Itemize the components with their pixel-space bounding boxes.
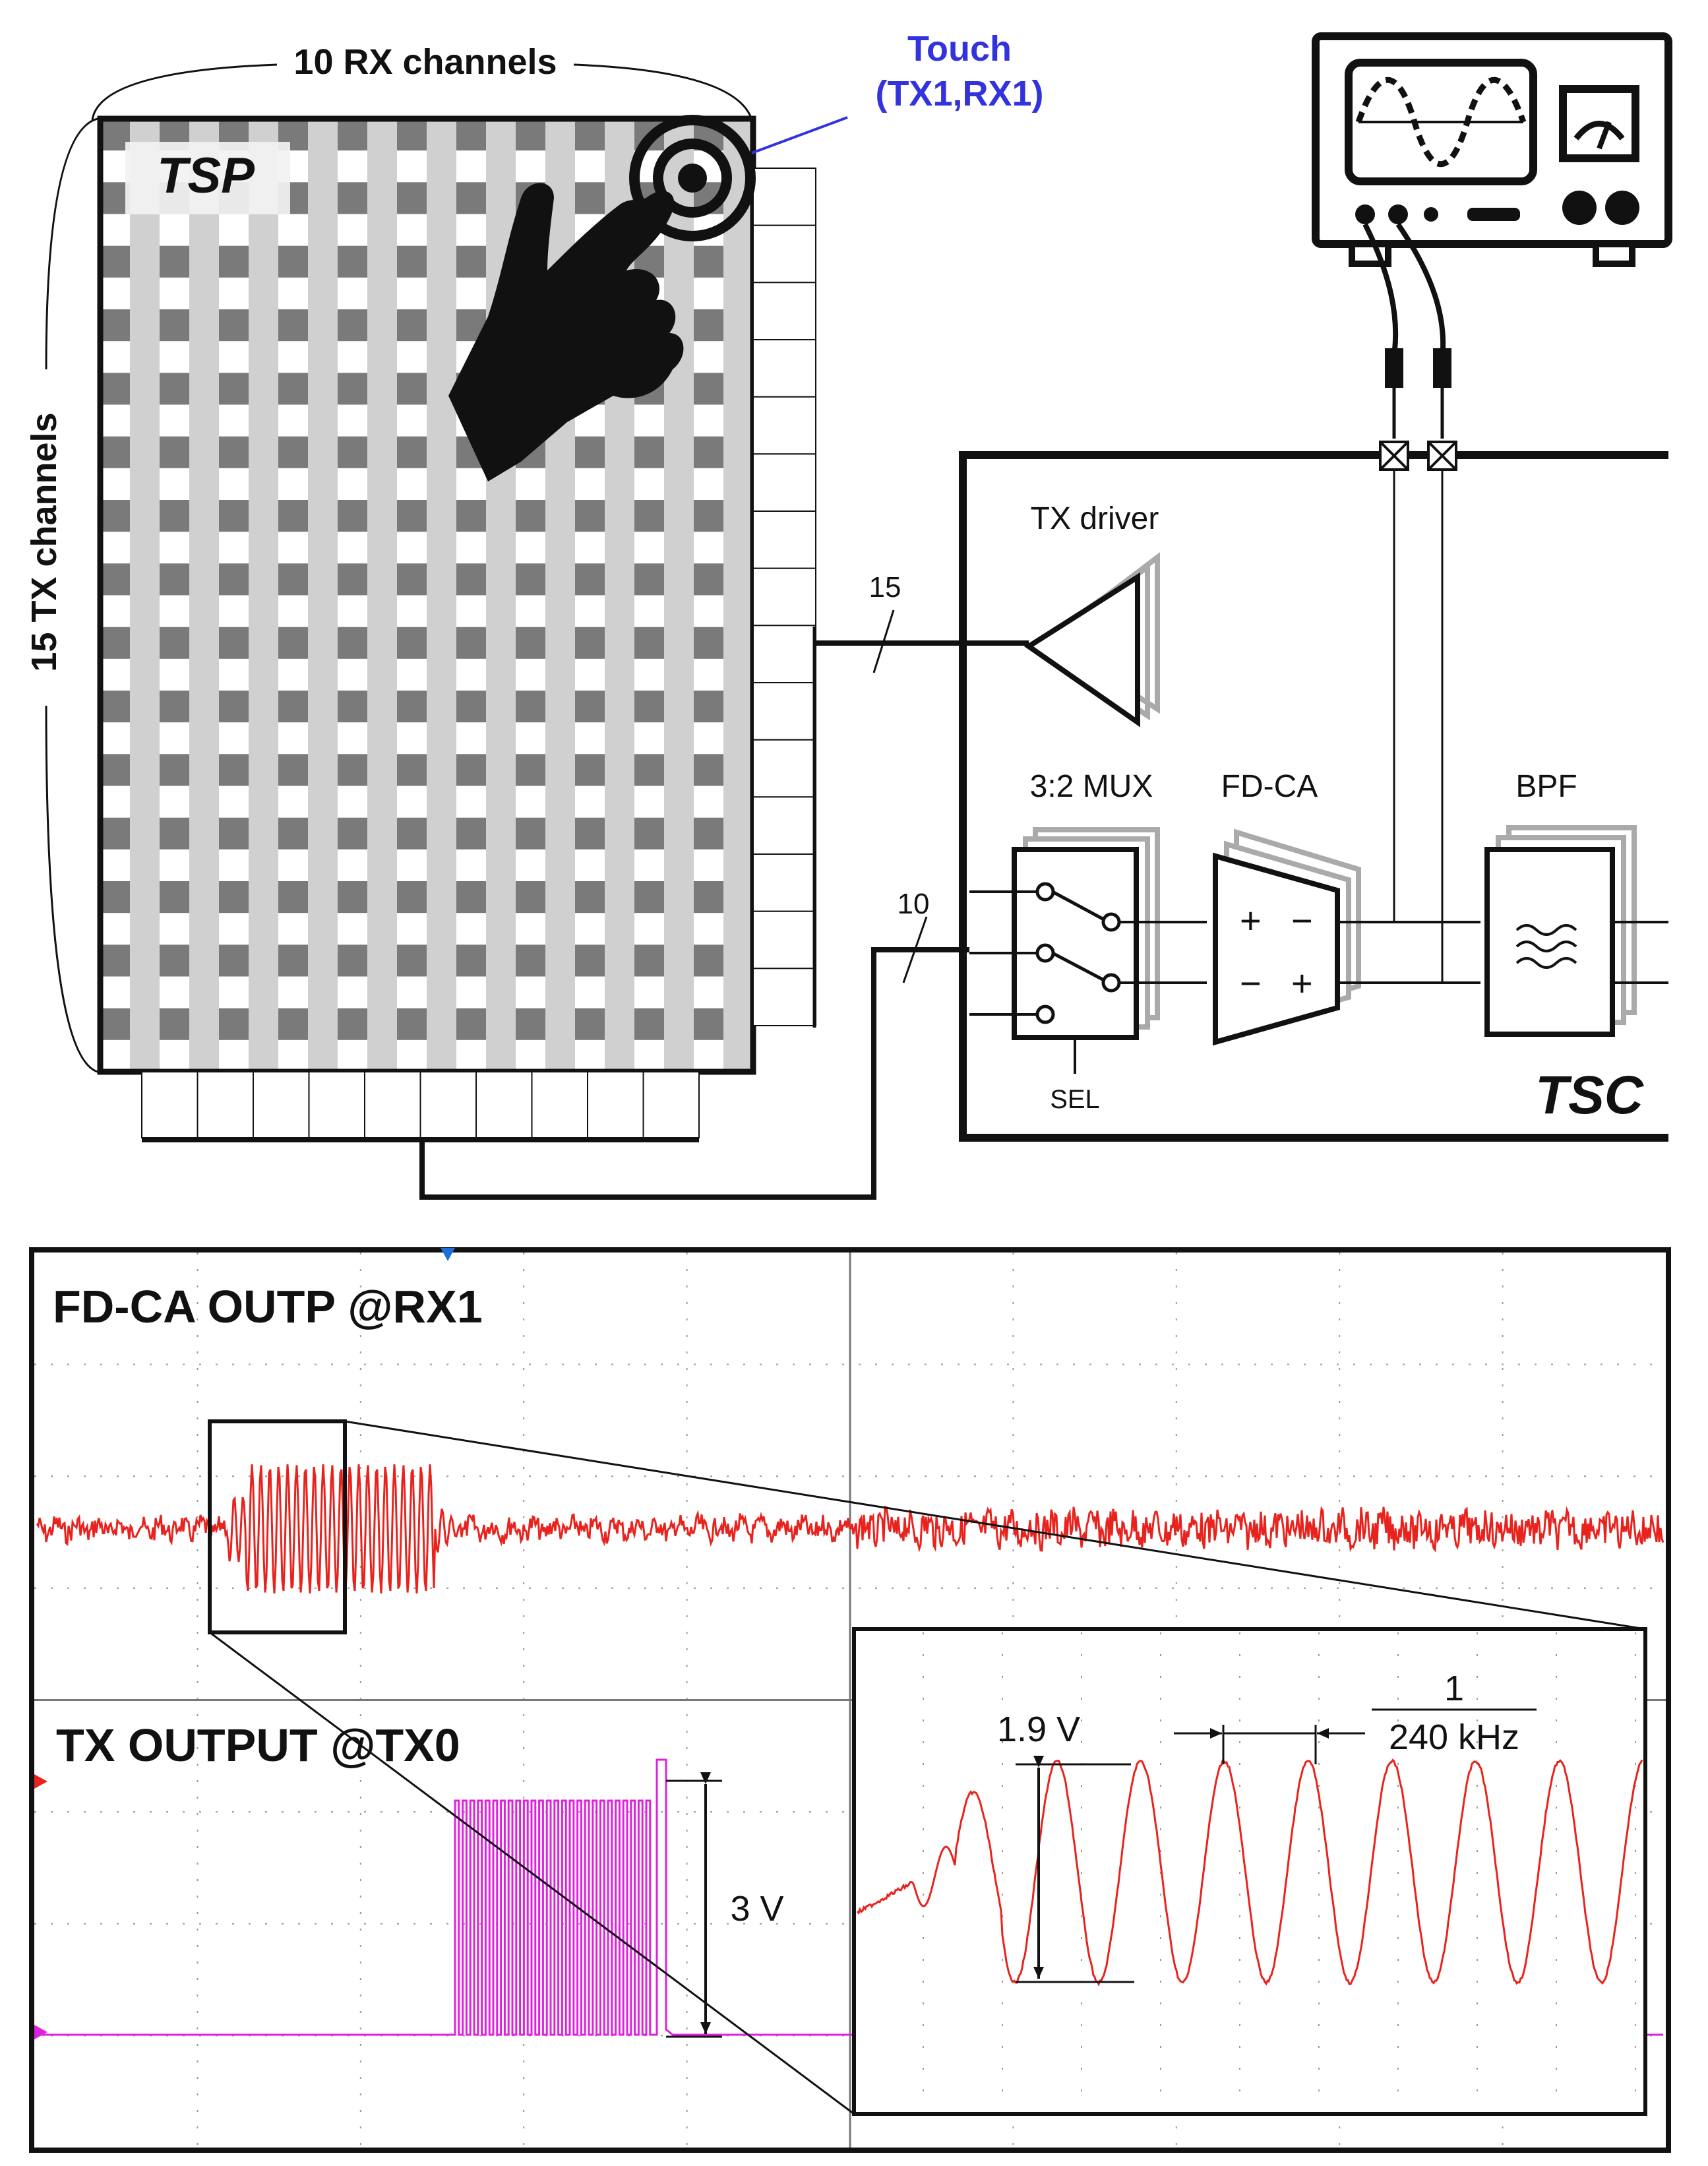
tx-brace <box>45 117 98 1073</box>
oscilloscope-icon <box>1312 32 1672 439</box>
tx-bus: 15 <box>812 571 1029 1028</box>
zoom-box <box>208 1419 347 1634</box>
tx-trace-title: TX OUTPUT @TX0 <box>56 1719 460 1771</box>
touch-label: Touch <box>907 29 1012 69</box>
tsp-label-bg <box>125 142 290 214</box>
mux-label: 3:2 MUX <box>1030 769 1153 804</box>
ch1-marker-icon <box>34 1774 47 1789</box>
mux-block <box>1012 827 1160 1074</box>
tx-bus-count: 15 <box>869 571 901 603</box>
tx-driver-label: TX driver <box>1031 501 1159 536</box>
period-denominator: 240 kHz <box>1389 1717 1519 1757</box>
tsp-grid <box>100 119 754 1072</box>
fdca-minus-out: − <box>1291 900 1313 941</box>
rx-bus: 10 <box>142 888 969 1200</box>
touch-pointer-line <box>751 116 848 154</box>
fdca-plus-out: + <box>1291 962 1313 1004</box>
tsc-label: TSC <box>1535 1065 1645 1125</box>
rx-brace <box>91 63 754 126</box>
tx-trace <box>37 1758 1663 2036</box>
touch-coordinate: (TX1,RX1) <box>875 74 1043 113</box>
bpf-label: BPF <box>1515 769 1577 804</box>
tx-channels-label: 15 TX channels <box>24 412 64 671</box>
tsp-label: TSP <box>157 148 255 204</box>
tx-driver <box>1023 551 1160 727</box>
rx-channels-label: 10 RX channels <box>293 42 557 82</box>
trigger-marker-icon <box>441 1248 455 1261</box>
probe-node-2 <box>1427 441 1457 471</box>
sel-label: SEL <box>1050 1085 1100 1114</box>
touch-target-icon <box>629 115 756 241</box>
scope-grid <box>34 1253 1666 2148</box>
probe-node-1 <box>1379 441 1409 471</box>
fdca-block: + − − + <box>1213 828 1361 1046</box>
hand-icon <box>448 183 684 481</box>
tx-amplitude-label: 3 V <box>730 1889 783 1929</box>
tsc-block: TSC TX driver <box>959 441 1668 1142</box>
fdca-trace-title: FD-CA OUTP @RX1 <box>53 1281 483 1332</box>
inset-trace <box>856 1758 1643 1987</box>
inset-amplitude-label: 1.9 V <box>997 1710 1080 1749</box>
tsc-frame <box>959 451 1668 1142</box>
inset-zoom: 1.9 V 1 240 kHz <box>852 1627 1647 2116</box>
fdca-trace <box>36 1464 1664 1594</box>
period-numerator: 1 <box>1444 1669 1464 1708</box>
scope-capture: FD-CA OUTP @RX1 TX OUTPUT @TX0 3 V 1.9 V <box>29 1247 1671 2153</box>
bpf-block <box>1484 825 1637 1037</box>
tsp-panel: TSP 10 RX channels 15 TX channels Touch … <box>24 29 1044 1138</box>
rx-bus-count: 10 <box>898 888 930 920</box>
tx-connector-pads <box>141 1071 700 1138</box>
fdca-minus-in: − <box>1240 962 1262 1004</box>
rx-connector-pads <box>752 168 816 1027</box>
fdca-plus-in: + <box>1240 900 1262 941</box>
fdca-label: FD-CA <box>1221 769 1318 804</box>
